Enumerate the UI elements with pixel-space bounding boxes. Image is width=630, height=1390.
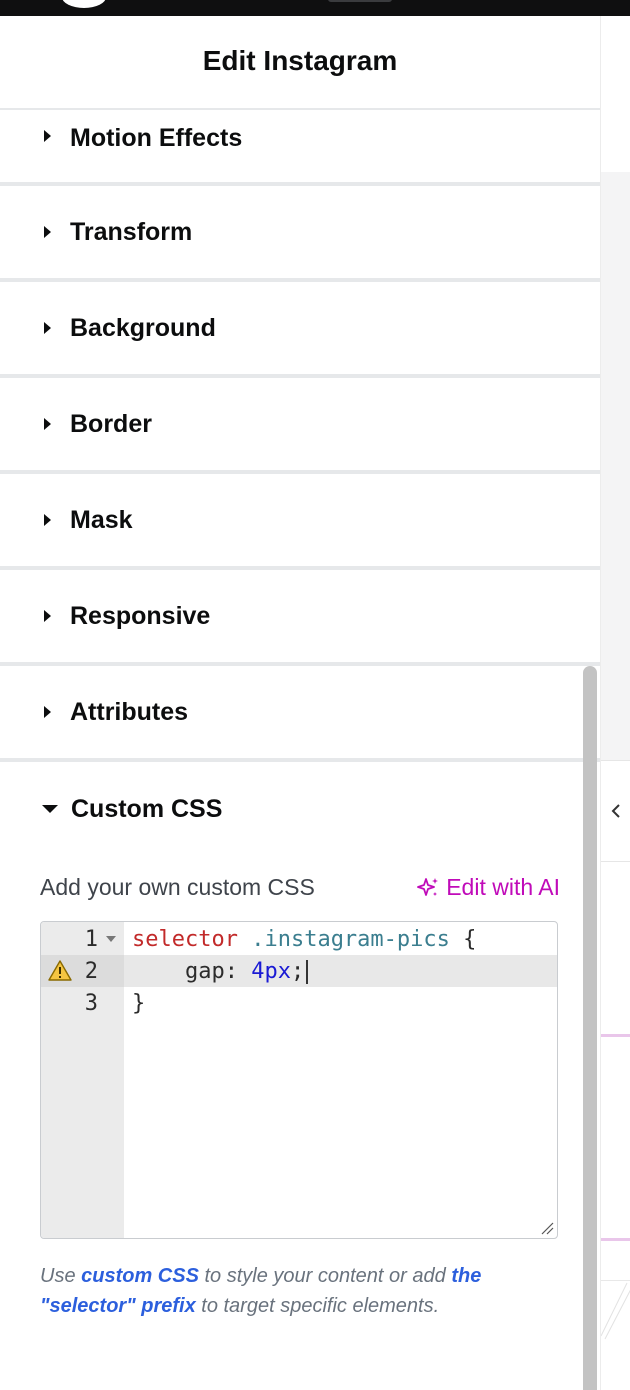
- section-background[interactable]: Background: [0, 282, 600, 378]
- section-motion-effects[interactable]: Motion Effects: [0, 110, 600, 186]
- code-line-active[interactable]: 2 gap: 4px;: [41, 955, 557, 987]
- caret-right-icon: [44, 226, 51, 238]
- section-label: Custom CSS: [71, 794, 223, 823]
- code-line[interactable]: 3 }: [41, 987, 557, 1019]
- caret-right-icon: [44, 322, 51, 334]
- panel-title: Edit Instagram: [202, 45, 398, 76]
- preview-section: [601, 172, 630, 776]
- warning-icon: [48, 960, 72, 981]
- section-label: Attributes: [70, 697, 189, 726]
- caret-right-icon: [44, 130, 51, 142]
- preview-divider: [601, 1238, 630, 1241]
- code-text: gap: 4px;: [124, 959, 309, 984]
- custom-css-description: Add your own custom CSS: [40, 874, 315, 900]
- section-label: Responsive: [70, 601, 211, 630]
- custom-css-help-text: Use custom CSS to style your content or …: [40, 1265, 482, 1317]
- avatar[interactable]: [62, 0, 106, 8]
- preview-canvas: [600, 16, 630, 1390]
- custom-css-toolbar: Add your own custom CSS Edit with AI: [40, 874, 560, 901]
- code-line[interactable]: 1 selector .instagram-pics {: [41, 923, 557, 955]
- custom-css-link[interactable]: custom CSS: [81, 1265, 199, 1287]
- section-responsive[interactable]: Responsive: [0, 570, 600, 666]
- line-number: 3: [84, 990, 98, 1016]
- caret-right-icon: [44, 610, 51, 622]
- section-attributes[interactable]: Attributes: [0, 666, 600, 762]
- section-label: Mask: [70, 505, 133, 534]
- resize-handle-icon[interactable]: [540, 1221, 554, 1235]
- top-bar: [0, 0, 630, 16]
- caret-down-icon: [42, 805, 58, 813]
- preview-divider: [601, 1034, 630, 1037]
- panel-header: Edit Instagram: [0, 16, 600, 110]
- selector-prefix-link[interactable]: the "selector" prefix: [40, 1265, 482, 1317]
- caret-right-icon: [44, 514, 51, 526]
- panel-scrollbar[interactable]: [583, 666, 597, 1390]
- section-custom-css: Custom CSS Add your own custom CSS Edit …: [0, 762, 600, 1321]
- edit-with-ai-label: Edit with AI: [446, 874, 560, 900]
- code-text: selector .instagram-pics {: [132, 926, 477, 952]
- preview-placeholder: [601, 1280, 630, 1341]
- section-label: Motion Effects: [70, 124, 243, 152]
- edit-with-ai-button[interactable]: Edit with AI: [416, 874, 560, 901]
- caret-right-icon: [44, 706, 51, 718]
- fold-toggle-icon[interactable]: [106, 936, 116, 942]
- section-label: Transform: [70, 217, 193, 246]
- section-mask[interactable]: Mask: [0, 474, 600, 570]
- text-cursor: [306, 959, 309, 984]
- sparkle-icon: [417, 877, 439, 896]
- section-label: Border: [70, 409, 152, 438]
- editor-panel: Edit Instagram Motion Effects Transform …: [0, 16, 600, 1390]
- section-custom-css-header[interactable]: Custom CSS: [40, 794, 560, 824]
- css-code-editor[interactable]: 1 selector .instagram-pics { 2 gap: 4px;: [40, 921, 558, 1239]
- section-label: Background: [70, 313, 216, 342]
- panel-collapse-button[interactable]: [601, 760, 630, 862]
- code-text: }: [132, 990, 146, 1016]
- chevron-left-icon: [611, 804, 620, 818]
- section-border[interactable]: Border: [0, 378, 600, 474]
- caret-right-icon: [44, 418, 51, 430]
- section-transform[interactable]: Transform: [0, 186, 600, 282]
- line-number: 1: [41, 923, 124, 955]
- line-number: 2: [41, 955, 124, 987]
- top-bar-handle[interactable]: [328, 0, 392, 2]
